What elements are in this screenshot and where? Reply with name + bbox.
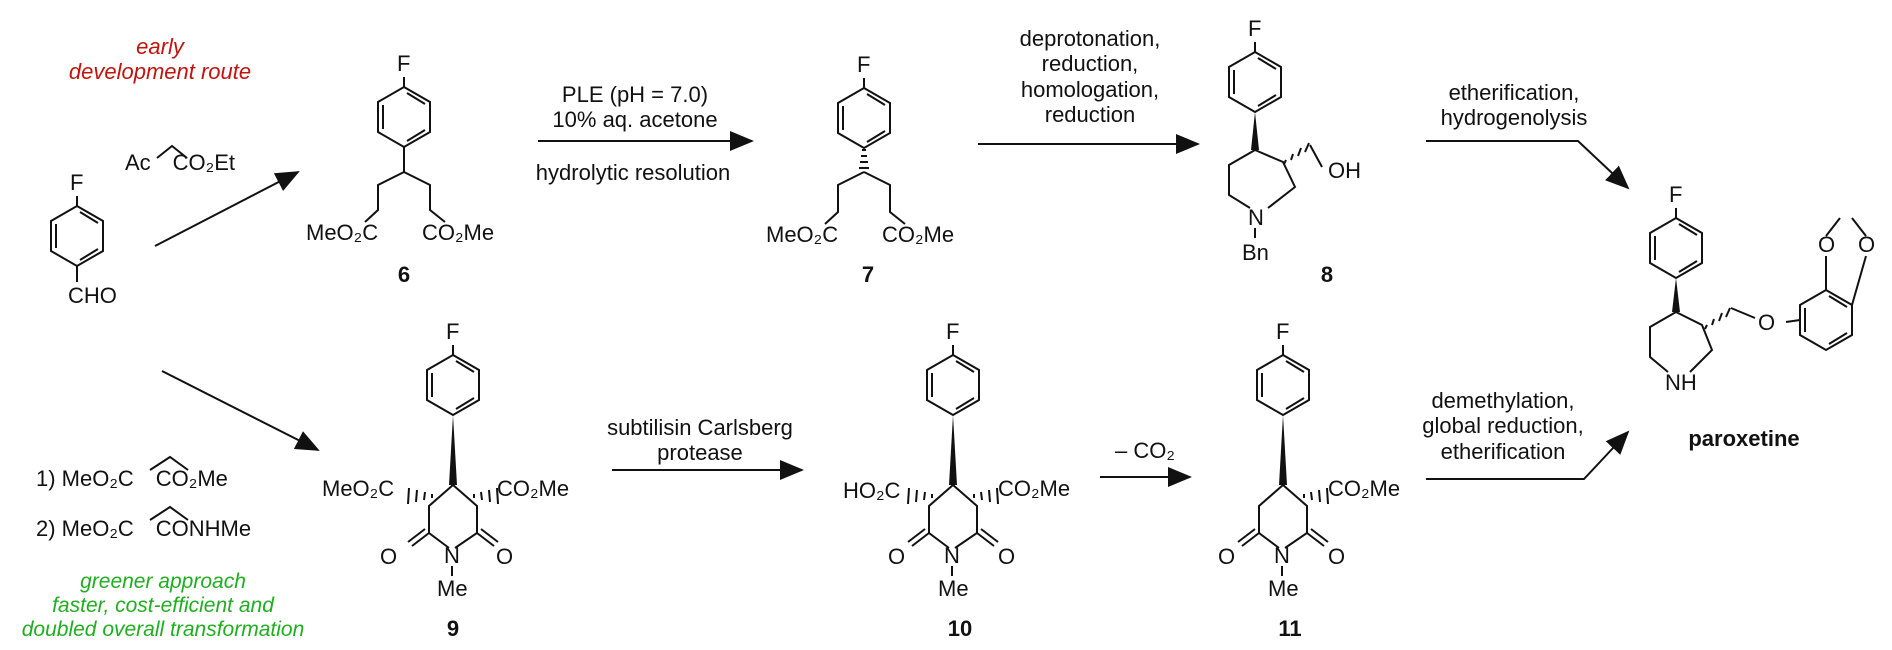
atom-oxygen: O — [380, 544, 398, 569]
atom-fluorine: F — [1669, 182, 1683, 207]
atom-fluorine: F — [1276, 319, 1290, 344]
atom-ester: CO₂Me — [422, 220, 495, 245]
atom-ester: MeO₂C — [306, 220, 379, 245]
atom-nitrogen: N — [1274, 543, 1290, 568]
reagent-acetoacetate: Ac CO₂Et — [125, 150, 235, 175]
atom-oxygen: O — [496, 544, 514, 569]
compound-label-8: 8 — [1320, 262, 1334, 287]
reagent-dimethyl-malonate: 1) MeO₂C CO₂Me — [36, 466, 228, 491]
atom-nitrogen: N — [944, 543, 960, 568]
atom-fluorine: F — [446, 319, 460, 344]
atom-aldehyde: CHO — [68, 283, 117, 308]
atom-dioxole-oxygen: O — [1858, 232, 1876, 257]
compound-label-6: 6 — [397, 262, 411, 287]
atom-ester: CO₂Me — [1328, 476, 1401, 501]
atom-ester: MeO₂C — [766, 222, 839, 247]
step-10-to-11-conditions: – CO₂ — [1115, 438, 1175, 463]
atom-oxygen: O — [888, 544, 906, 569]
compound-label-7: 7 — [861, 262, 875, 287]
atom-fluorine: F — [1248, 16, 1262, 41]
step-6-to-7-note: hydrolytic resolution — [535, 160, 731, 185]
atom-nitrogen: N — [1248, 205, 1264, 230]
atom-fluorine: F — [946, 319, 960, 344]
atom-acid: HO₂C — [843, 478, 901, 503]
atom-oxygen: O — [1218, 544, 1236, 569]
compound-label-10: 10 — [947, 616, 973, 641]
atom-fluorine: F — [397, 51, 411, 76]
atom-nitrogen: N — [444, 543, 460, 568]
atom-fluorine: F — [857, 52, 871, 77]
step-11-to-product-conditions: demethylation,global reduction,etherific… — [1422, 388, 1584, 464]
step-8-to-product-conditions: etherification,hydrogenolysis — [1440, 80, 1588, 131]
atom-hydroxyl: OH — [1328, 158, 1361, 183]
atom-fluorine: F — [70, 170, 84, 195]
atom-ester: CO₂Me — [497, 476, 570, 501]
compound-label-11: 11 — [1278, 616, 1302, 641]
atom-methyl: Me — [1268, 576, 1299, 601]
atom-oxygen: O — [1328, 544, 1346, 569]
atom-ether-oxygen: O — [1758, 310, 1776, 335]
atom-ester: CO₂Me — [998, 476, 1071, 501]
step-7-to-8-conditions: deprotonation,reduction,homologation,red… — [1019, 26, 1161, 127]
atom-amine: NH — [1665, 370, 1697, 395]
atom-methyl: Me — [938, 576, 969, 601]
step-6-to-7-conditions: PLE (pH = 7.0)10% aq. acetone — [552, 82, 718, 133]
atom-oxygen: O — [998, 544, 1016, 569]
atom-ester: CO₂Me — [882, 222, 955, 247]
atom-ester: MeO₂C — [322, 476, 395, 501]
compound-label-9: 9 — [446, 616, 460, 641]
compound-label-paroxetine: paroxetine — [1688, 426, 1800, 451]
atom-benzyl: Bn — [1242, 240, 1269, 265]
atom-dioxole-oxygen: O — [1818, 232, 1836, 257]
atom-methyl: Me — [437, 576, 468, 601]
reagent-methyl-malonamate: 2) MeO₂C CONHMe — [36, 516, 252, 541]
